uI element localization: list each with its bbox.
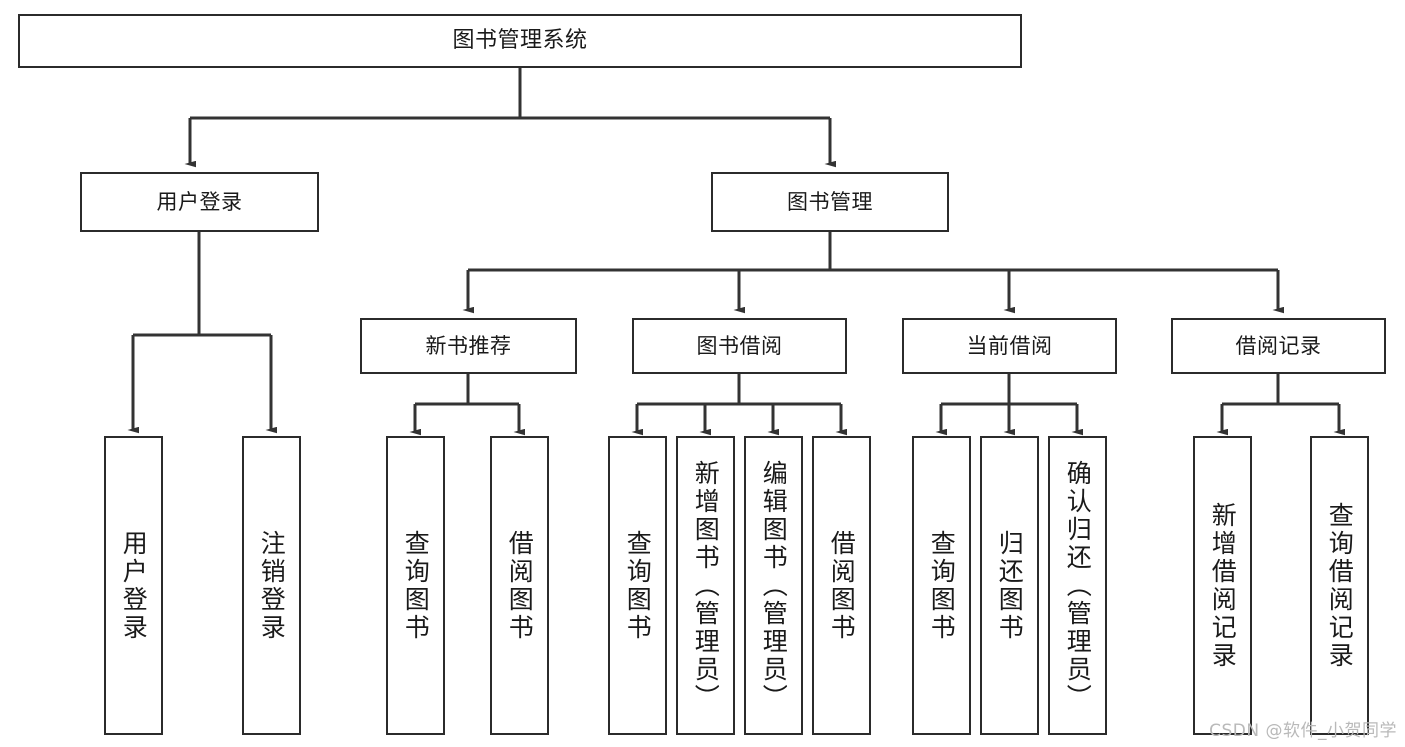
leaf-current-borrow-1[interactable]: 查询图书 <box>912 436 971 735</box>
leaf-label: 借阅图书 <box>827 529 857 642</box>
watermark: CSDN @软件_小贺同学 <box>1209 721 1397 741</box>
node-book-borrow-label: 图书借阅 <box>696 333 783 358</box>
node-user-login-label: 用户登录 <box>156 189 243 214</box>
node-book-manage[interactable]: 图书管理 <box>711 172 949 232</box>
leaf-user-login-2[interactable]: 注销登录 <box>242 436 301 735</box>
node-root-label: 图书管理系统 <box>452 28 588 54</box>
node-borrow-record[interactable]: 借阅记录 <box>1171 318 1386 374</box>
leaf-label: 查询图书 <box>927 529 957 642</box>
leaf-label: 归还图书 <box>995 529 1025 642</box>
leaf-label: 查询借阅记录 <box>1325 501 1355 670</box>
leaf-book-borrow-4[interactable]: 借阅图书 <box>812 436 871 735</box>
node-new-book-rec-label: 新书推荐 <box>425 333 512 358</box>
node-book-borrow[interactable]: 图书借阅 <box>632 318 847 374</box>
leaf-label: 用户登录 <box>119 529 149 642</box>
leaf-current-borrow-3[interactable]: 确认归还（管理员） <box>1048 436 1107 735</box>
leaf-label: 新增借阅记录 <box>1208 501 1238 670</box>
node-root[interactable]: 图书管理系统 <box>18 14 1022 68</box>
node-borrow-record-label: 借阅记录 <box>1235 333 1322 358</box>
leaf-label: 确认归还（管理员） <box>1063 459 1093 712</box>
leaf-label: 查询图书 <box>401 529 431 642</box>
leaf-book-borrow-3[interactable]: 编辑图书（管理员） <box>744 436 803 735</box>
leaf-user-login-1[interactable]: 用户登录 <box>104 436 163 735</box>
node-user-login[interactable]: 用户登录 <box>80 172 319 232</box>
leaf-new-book-rec-2[interactable]: 借阅图书 <box>490 436 549 735</box>
leaf-label: 新增图书（管理员） <box>691 459 721 712</box>
node-new-book-rec[interactable]: 新书推荐 <box>360 318 577 374</box>
node-current-borrow-label: 当前借阅 <box>966 333 1053 358</box>
leaf-new-book-rec-1[interactable]: 查询图书 <box>386 436 445 735</box>
leaf-borrow-record-2[interactable]: 查询借阅记录 <box>1310 436 1369 735</box>
leaf-label: 编辑图书（管理员） <box>759 459 789 712</box>
leaf-book-borrow-2[interactable]: 新增图书（管理员） <box>676 436 735 735</box>
leaf-label: 注销登录 <box>257 529 287 642</box>
leaf-label: 借阅图书 <box>505 529 535 642</box>
node-book-manage-label: 图书管理 <box>787 189 873 214</box>
leaf-current-borrow-2[interactable]: 归还图书 <box>980 436 1039 735</box>
leaf-book-borrow-1[interactable]: 查询图书 <box>608 436 667 735</box>
leaf-borrow-record-1[interactable]: 新增借阅记录 <box>1193 436 1252 735</box>
leaf-label: 查询图书 <box>623 529 653 642</box>
node-current-borrow[interactable]: 当前借阅 <box>902 318 1117 374</box>
